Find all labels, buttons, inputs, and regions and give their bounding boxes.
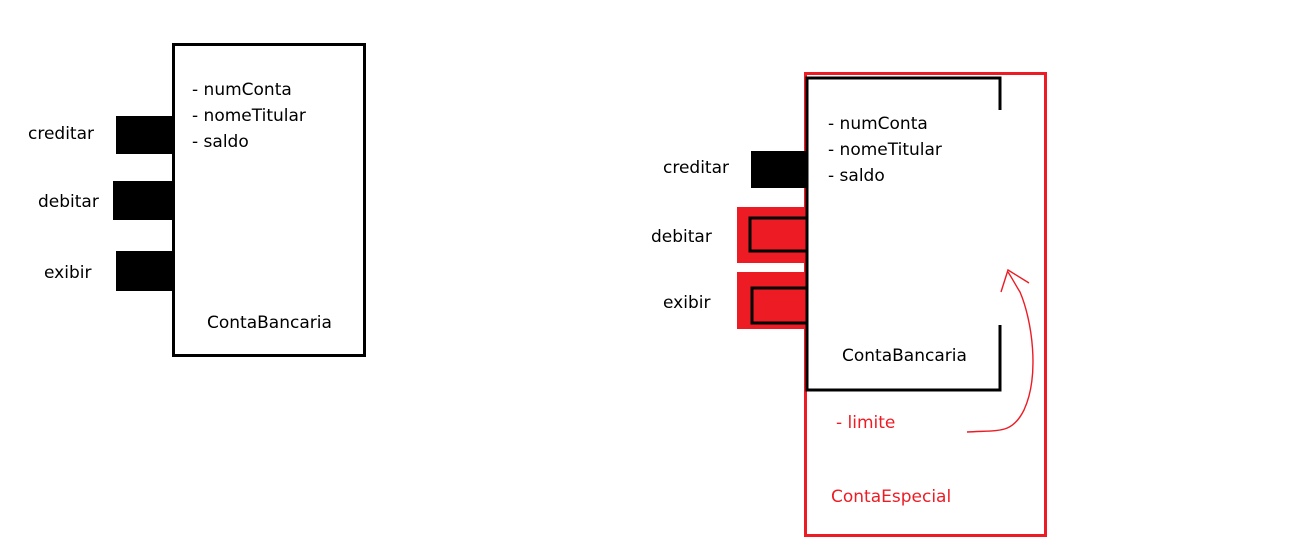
left-diagram: - numConta - nomeTitular - saldo ContaBa… xyxy=(0,0,400,400)
right-port-debitar xyxy=(737,207,805,263)
right-method-label: exibir xyxy=(663,293,711,313)
right-port-exibir xyxy=(737,272,805,329)
right-attribute-list: - numConta - nomeTitular - saldo xyxy=(828,111,942,189)
right-attribute: - numConta xyxy=(828,114,928,134)
right-method-label: debitar xyxy=(651,227,712,247)
right-port-creditar xyxy=(751,151,806,188)
outer-attribute: - limite xyxy=(836,413,896,433)
left-attribute: - saldo xyxy=(192,132,249,152)
left-method-label: debitar xyxy=(38,192,99,212)
left-port-debitar xyxy=(113,181,174,220)
left-method-label: creditar xyxy=(28,124,95,144)
right-method-label: creditar xyxy=(663,158,730,178)
inner-class-name: ContaBancaria xyxy=(842,346,967,366)
left-port-creditar xyxy=(116,116,174,154)
left-attribute-list: - numConta - nomeTitular - saldo xyxy=(192,77,306,155)
outer-class-name: ContaEspecial xyxy=(831,487,952,507)
left-class-name: ContaBancaria xyxy=(207,313,332,333)
left-port-exibir xyxy=(116,251,174,291)
left-attribute: - nomeTitular xyxy=(192,106,306,126)
left-attribute: - numConta xyxy=(192,80,292,100)
right-attribute: - nomeTitular xyxy=(828,140,942,160)
left-method-label: exibir xyxy=(44,263,92,283)
right-attribute: - saldo xyxy=(828,166,885,186)
